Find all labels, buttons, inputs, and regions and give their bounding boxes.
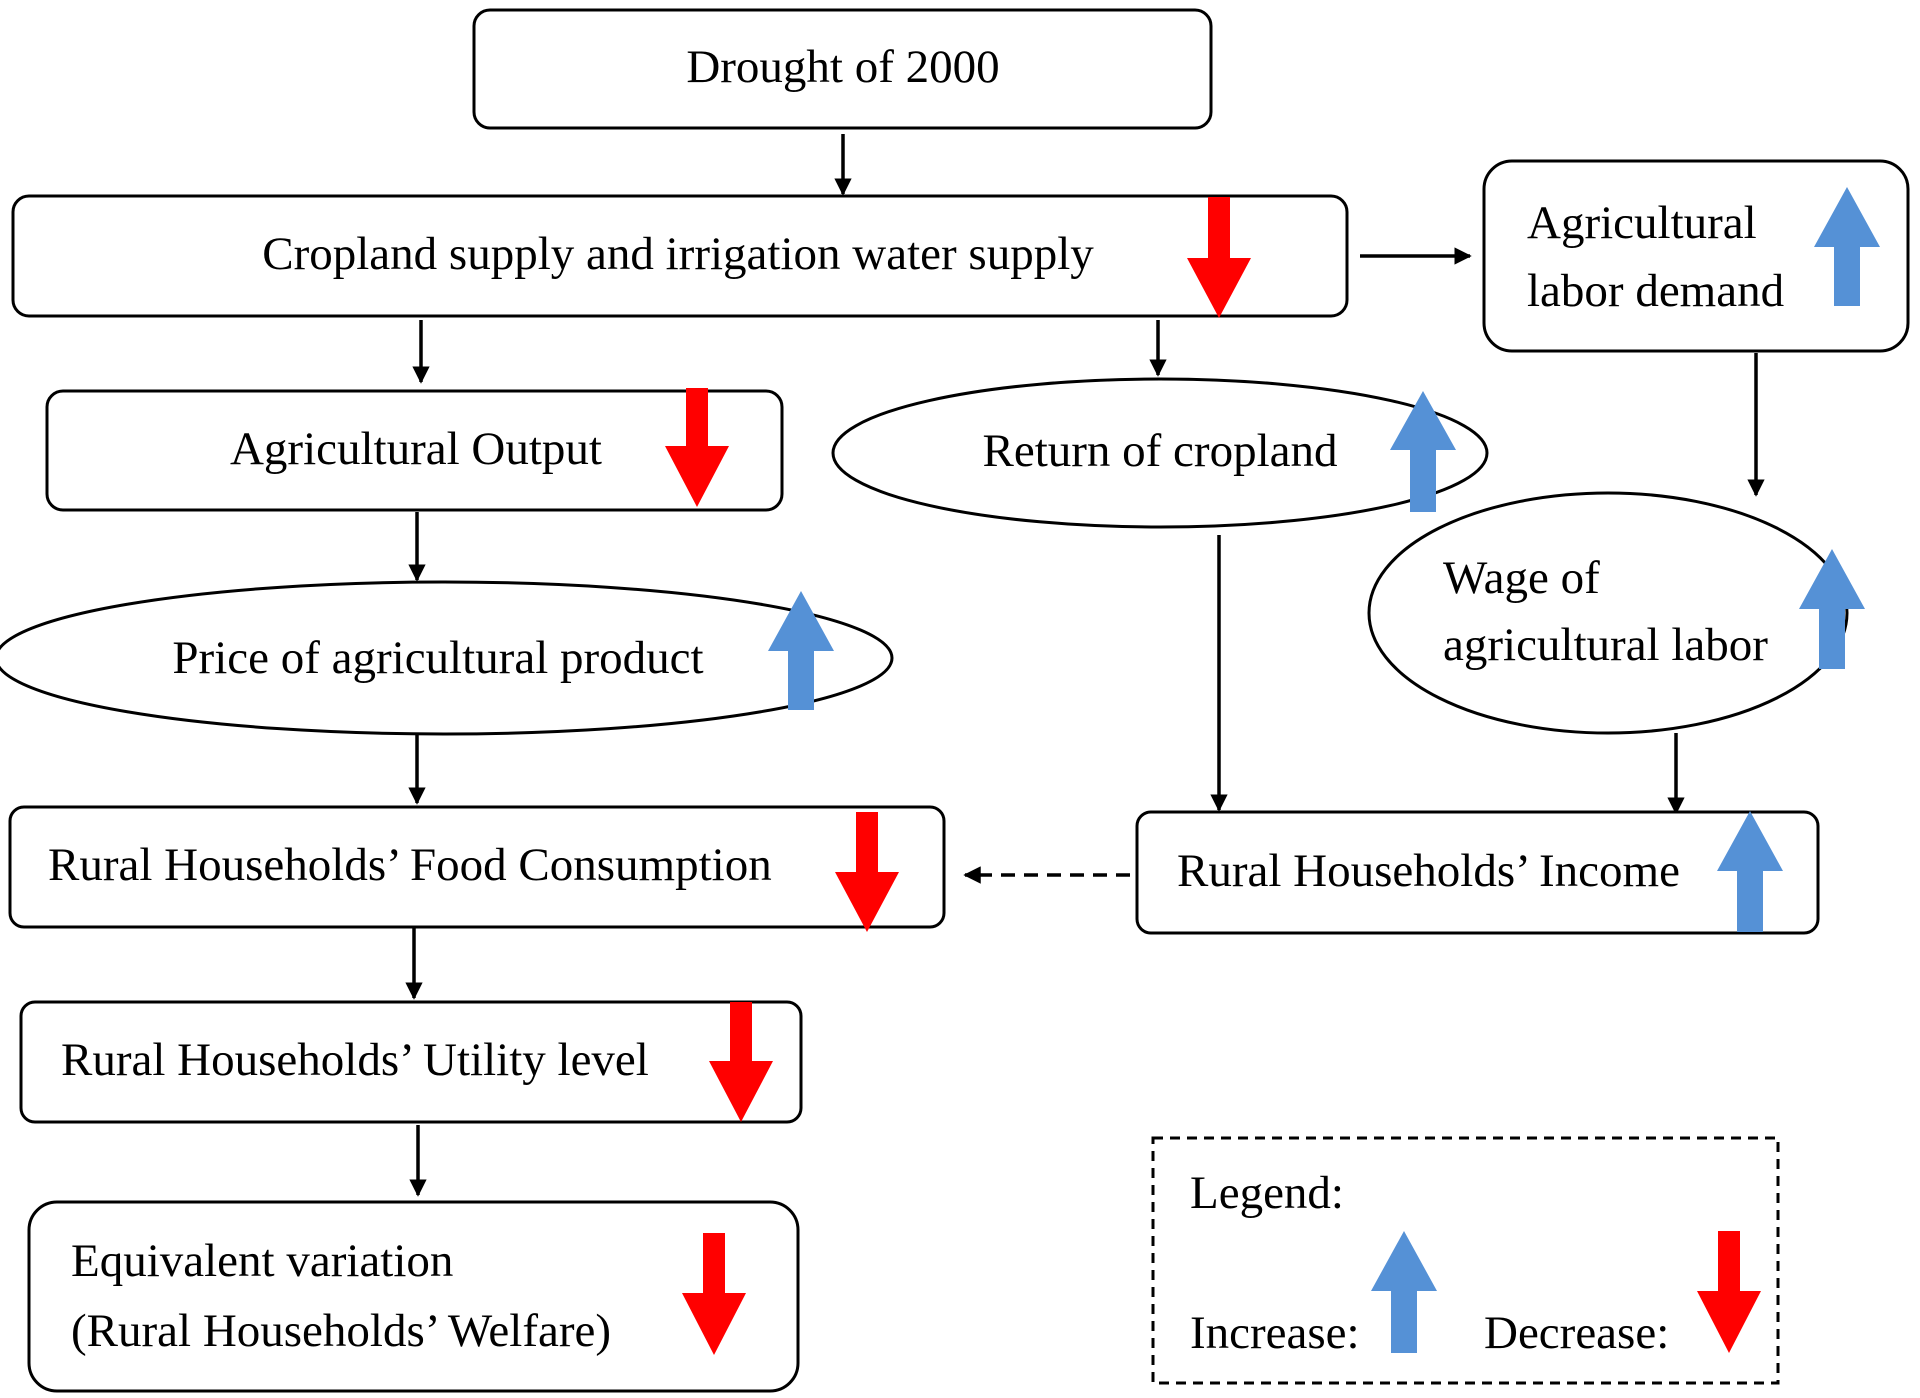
up-arrow-icon <box>1717 811 1783 932</box>
node-income-box <box>1135 810 1820 935</box>
up-arrow-icon <box>1799 549 1865 669</box>
node-food-consumption: Rural Households’ Food Consumption <box>8 805 946 932</box>
node-utility-level: Rural Households’ Utility level <box>19 1000 803 1124</box>
node-ag-output: Agricultural Output <box>45 388 784 512</box>
down-arrow-icon <box>709 1002 773 1122</box>
legend-title: Legend: <box>1190 1167 1344 1219</box>
node-ag-output-label: Agricultural Output <box>230 423 602 475</box>
node-cropland-supply: Cropland supply and irrigation water sup… <box>11 194 1349 318</box>
up-arrow-icon <box>1814 187 1880 306</box>
up-arrow-icon <box>768 591 834 710</box>
connectors <box>405 134 1765 1197</box>
node-equivalent-variation: Equivalent variation (Rural Households’ … <box>27 1200 800 1393</box>
node-ag-output-box <box>45 389 784 512</box>
node-drought-label: Drought of 2000 <box>686 41 999 93</box>
legend-down-arrow-icon <box>1697 1231 1761 1353</box>
node-income: Rural Households’ Income <box>1135 810 1820 935</box>
node-ag-labor-demand-line2: labor demand <box>1527 265 1784 317</box>
node-utility-level-box <box>19 1000 803 1124</box>
node-income-label: Rural Households’ Income <box>1177 845 1680 897</box>
node-wage-ag-labor: Wage of agricultural labor <box>1367 491 1865 735</box>
up-arrow-icon <box>1390 391 1456 512</box>
node-drought-box <box>472 8 1213 130</box>
node-food-consumption-label: Rural Households’ Food Consumption <box>48 839 772 891</box>
down-arrow-icon <box>682 1233 746 1355</box>
node-ag-labor-demand-box <box>1482 159 1910 353</box>
node-food-consumption-box <box>8 805 946 929</box>
node-ag-labor-demand: Agricultural labor demand <box>1482 159 1910 353</box>
legend: Legend: Increase: Decrease: <box>1151 1136 1780 1385</box>
node-price-ag-product-ellipse <box>0 580 894 736</box>
down-arrow-icon <box>665 388 729 507</box>
node-price-ag-product-label: Price of agricultural product <box>172 632 703 684</box>
legend-decrease-label: Decrease: <box>1484 1307 1669 1359</box>
down-arrow-icon <box>1187 197 1251 318</box>
node-wage-ag-labor-line2: agricultural labor <box>1443 619 1768 671</box>
node-ag-labor-demand-line1: Agricultural <box>1527 197 1757 249</box>
legend-increase-label: Increase: <box>1190 1307 1360 1359</box>
node-wage-ag-labor-line1: Wage of <box>1443 552 1600 604</box>
node-utility-level-label: Rural Households’ Utility level <box>61 1034 649 1086</box>
legend-box <box>1151 1136 1780 1385</box>
node-price-ag-product: Price of agricultural product <box>0 580 894 736</box>
node-equivalent-variation-line2: (Rural Households’ Welfare) <box>71 1305 611 1357</box>
down-arrow-icon <box>835 812 899 932</box>
node-cropland-supply-label: Cropland supply and irrigation water sup… <box>262 228 1094 280</box>
node-equivalent-variation-line1: Equivalent variation <box>71 1235 453 1287</box>
node-cropland-supply-box <box>11 194 1349 318</box>
node-wage-ag-labor-ellipse <box>1367 491 1849 735</box>
node-return-cropland: Return of cropland <box>831 377 1489 529</box>
node-return-cropland-label: Return of cropland <box>982 425 1337 477</box>
node-return-cropland-ellipse <box>831 377 1489 529</box>
node-drought: Drought of 2000 <box>472 8 1213 130</box>
node-equivalent-variation-box <box>27 1200 800 1393</box>
legend-up-arrow-icon <box>1371 1231 1437 1353</box>
